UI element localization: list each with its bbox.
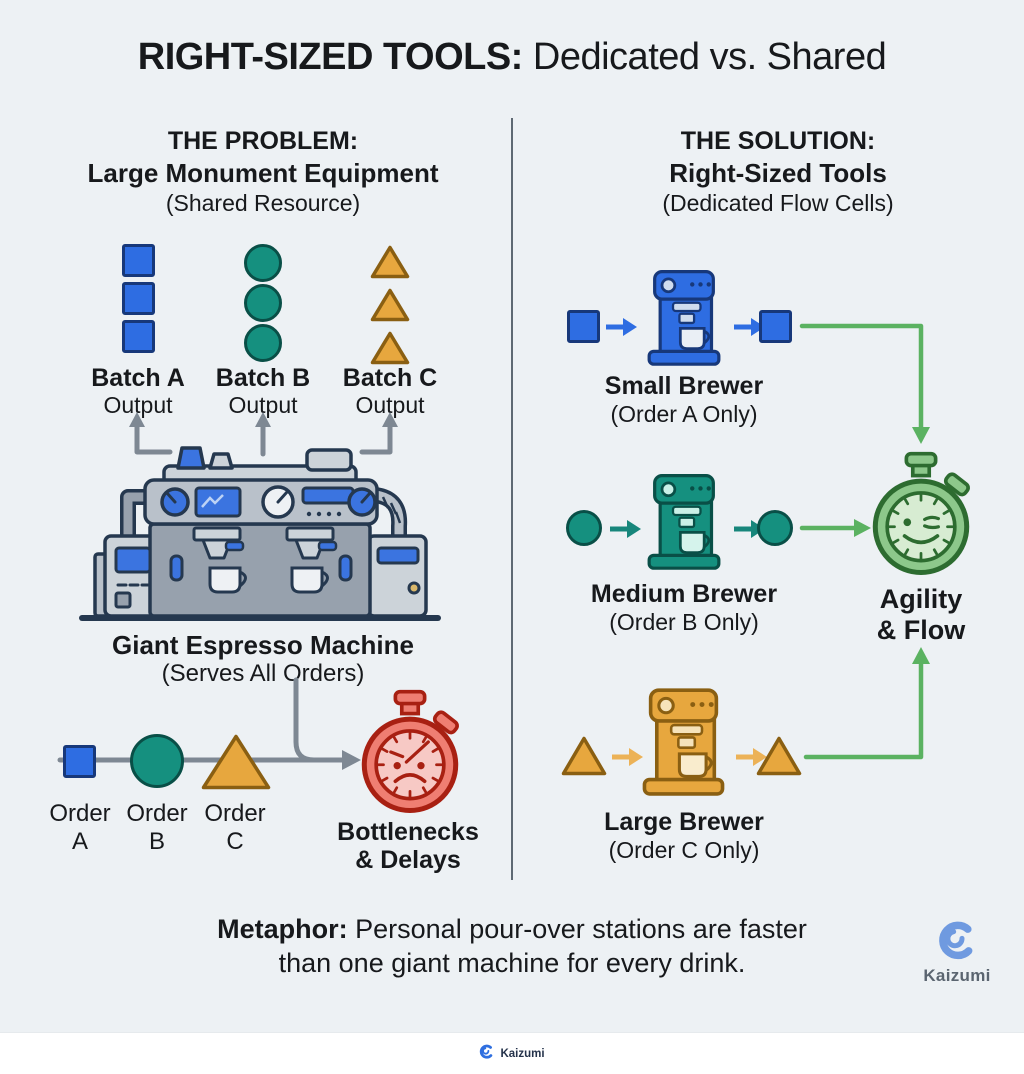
small-brewer-icon [640, 266, 728, 372]
medium-brewer-icon [640, 470, 728, 576]
order-c-letter: C [226, 828, 244, 855]
order-a-square-icon [63, 745, 96, 778]
flow-arrow-icon [608, 518, 642, 545]
green-flow-connectors [799, 323, 930, 760]
page-title: RIGHT-SIZED TOOLS: Dedicated vs. Shared [0, 36, 1024, 79]
batch-a-group: Batch A Output [73, 244, 203, 419]
solution-heading-line3: (Dedicated Flow Cells) [662, 190, 894, 217]
triangle-icon [369, 330, 411, 371]
small-brewer-label: Small Brewer [604, 372, 764, 400]
order-b-label: Order B [107, 800, 207, 856]
batch-c-label: Batch C [342, 364, 438, 392]
agility-line1: Agility [879, 584, 963, 614]
flow-arrow-icon [610, 746, 644, 773]
row1-output-square-icon [759, 310, 792, 343]
medium-brewer-label-block: Medium Brewer (Order B Only) [554, 580, 814, 636]
order-a-word: Order [49, 800, 111, 827]
triangle-icon [369, 287, 411, 328]
metaphor-bold: Metaphor: [217, 914, 348, 944]
square-icon [121, 244, 155, 277]
row2-output-circle-icon [757, 510, 793, 546]
large-brewer-label: Large Brewer [604, 808, 764, 836]
metaphor-text: Metaphor: Personal pour-over stations ar… [112, 912, 912, 980]
problem-heading-line2: Large Monument Equipment [87, 158, 439, 188]
metaphor-line2: than one giant machine for every drink. [278, 948, 746, 978]
order-b-letter: B [148, 828, 165, 855]
flow-arrow-icon [734, 746, 768, 773]
batch-b-stack [244, 244, 282, 364]
bottleneck-label: Bottlenecks & Delays [322, 818, 494, 874]
row1-input-square-icon [567, 310, 600, 343]
order-c-word: Order [204, 800, 266, 827]
brand-name: Kaizumi [923, 966, 991, 985]
batch-c-group: Batch C Output [325, 244, 455, 419]
order-a-letter: A [71, 828, 88, 855]
row3-output-triangle-icon [755, 735, 803, 782]
order-c-label: Order C [185, 800, 285, 856]
order-queue-line [57, 677, 361, 770]
large-brewer-label-block: Large Brewer (Order C Only) [554, 808, 814, 864]
flow-arrow-icon [732, 316, 766, 343]
footer-brand-name: Kaizumi [500, 1048, 545, 1060]
batch-b-group: Batch B Output [198, 244, 328, 419]
page-title-bold: RIGHT-SIZED TOOLS: [137, 36, 524, 78]
order-b-circle-icon [130, 734, 184, 788]
solution-heading: THE SOLUTION: Right-Sized Tools (Dedicat… [578, 126, 978, 218]
agility-label: Agility & Flow [844, 584, 998, 646]
order-a-label: Order A [30, 800, 130, 856]
large-brewer-icon [634, 684, 733, 802]
machine-label-block: Giant Espresso Machine (Serves All Order… [60, 630, 466, 688]
output-up-arrows [129, 412, 398, 457]
wave-icon [479, 1044, 494, 1064]
large-brewer-sub: (Order C Only) [608, 837, 760, 863]
batch-b-label: Batch B [215, 364, 311, 392]
problem-heading-line1: THE PROBLEM: [167, 127, 359, 155]
bottleneck-line1: Bottlenecks [337, 818, 479, 846]
solution-heading-line2: Right-Sized Tools [669, 158, 887, 188]
footer: Kaizumi [0, 1032, 1024, 1074]
problem-heading: THE PROBLEM: Large Monument Equipment (S… [38, 126, 488, 218]
small-brewer-sub: (Order A Only) [610, 401, 758, 427]
kaizumi-logo: Kaizumi [905, 920, 1009, 986]
order-c-triangle-icon [200, 733, 272, 796]
circle-icon [244, 324, 282, 362]
medium-brewer-sub: (Order B Only) [609, 609, 759, 635]
batch-a-stack [121, 244, 155, 364]
batch-a-label: Batch A [91, 364, 185, 392]
machine-sub: (Serves All Orders) [161, 660, 365, 687]
square-icon [121, 320, 155, 353]
small-brewer-label-block: Small Brewer (Order A Only) [554, 372, 814, 428]
problem-heading-line3: (Shared Resource) [165, 190, 361, 217]
circle-icon [244, 244, 282, 282]
page-title-rest: Dedicated vs. Shared [522, 36, 887, 78]
flow-arrow-icon [604, 316, 638, 343]
order-b-word: Order [126, 800, 188, 827]
column-divider [511, 118, 513, 880]
solution-heading-line1: THE SOLUTION: [680, 127, 876, 155]
metaphor-line1: Metaphor: Personal pour-over stations ar… [112, 912, 912, 946]
row3-input-triangle-icon [560, 735, 608, 782]
bottleneck-line2: & Delays [355, 846, 461, 874]
giant-espresso-machine-illustration [78, 436, 442, 629]
wave-icon [937, 920, 977, 965]
machine-title: Giant Espresso Machine [112, 630, 414, 660]
triangle-icon [369, 244, 411, 285]
row2-input-circle-icon [566, 510, 602, 546]
agility-line2: & Flow [876, 615, 966, 645]
medium-brewer-label: Medium Brewer [590, 580, 778, 608]
angry-stopwatch-icon [355, 688, 465, 821]
batch-c-stack [369, 244, 411, 365]
circle-icon [244, 284, 282, 322]
batch-a-sub: Output [103, 392, 173, 418]
happy-stopwatch-icon [866, 450, 976, 583]
square-icon [121, 282, 155, 315]
metaphor-rest: Personal pour-over stations are faster [347, 914, 807, 944]
